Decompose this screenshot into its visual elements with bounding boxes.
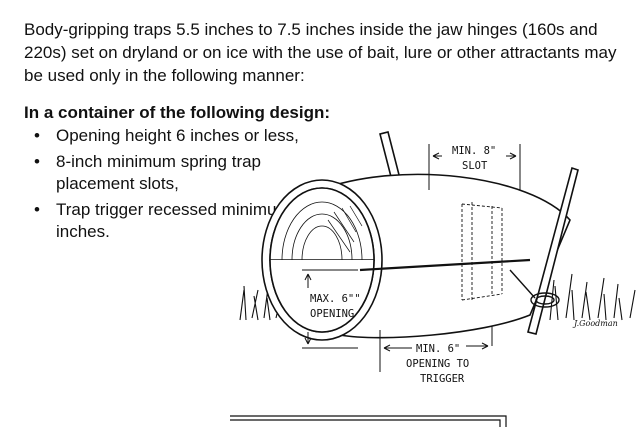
section-heading: In a container of the following design: (24, 103, 330, 122)
trap-container-illustration: MIN. 8" SLOT MAX. 6"" OPENING MIN. 6" OP… (230, 131, 636, 427)
opening-label-1: MAX. 6"" (310, 293, 361, 305)
list-item: 8-inch minimum spring trap placement slo… (34, 151, 326, 195)
slot-dimension (428, 144, 521, 190)
trigger-label-2: OPENING TO (406, 358, 469, 370)
slot-label-1: MIN. 8" (452, 145, 496, 157)
requirements-list: Opening height 6 inches or less, 8-inch … (34, 125, 326, 247)
bottom-frame (230, 415, 507, 427)
opening-label-2: OPENING (310, 308, 354, 320)
trigger-label-1: MIN. 6" (416, 343, 460, 355)
intro-paragraph: Body-gripping traps 5.5 inches to 7.5 in… (24, 20, 617, 85)
trigger-label-3: TRIGGER (420, 373, 465, 385)
slot-label-2: SLOT (462, 160, 488, 172)
trap-spring (509, 269, 560, 308)
list-item: Trap trigger recessed minimum of 6 inche… (34, 199, 326, 243)
bucket-body (319, 173, 571, 339)
bucket-lid (269, 187, 375, 261)
trap-arm (359, 258, 531, 272)
artist-signature: J.Goodman (572, 319, 618, 328)
opening-dimension (302, 269, 358, 349)
trap-slot (461, 202, 503, 302)
list-item: Opening height 6 inches or less, (34, 125, 326, 147)
grass-right (549, 273, 636, 321)
trigger-dimension (379, 326, 493, 372)
front-stake (527, 166, 579, 335)
